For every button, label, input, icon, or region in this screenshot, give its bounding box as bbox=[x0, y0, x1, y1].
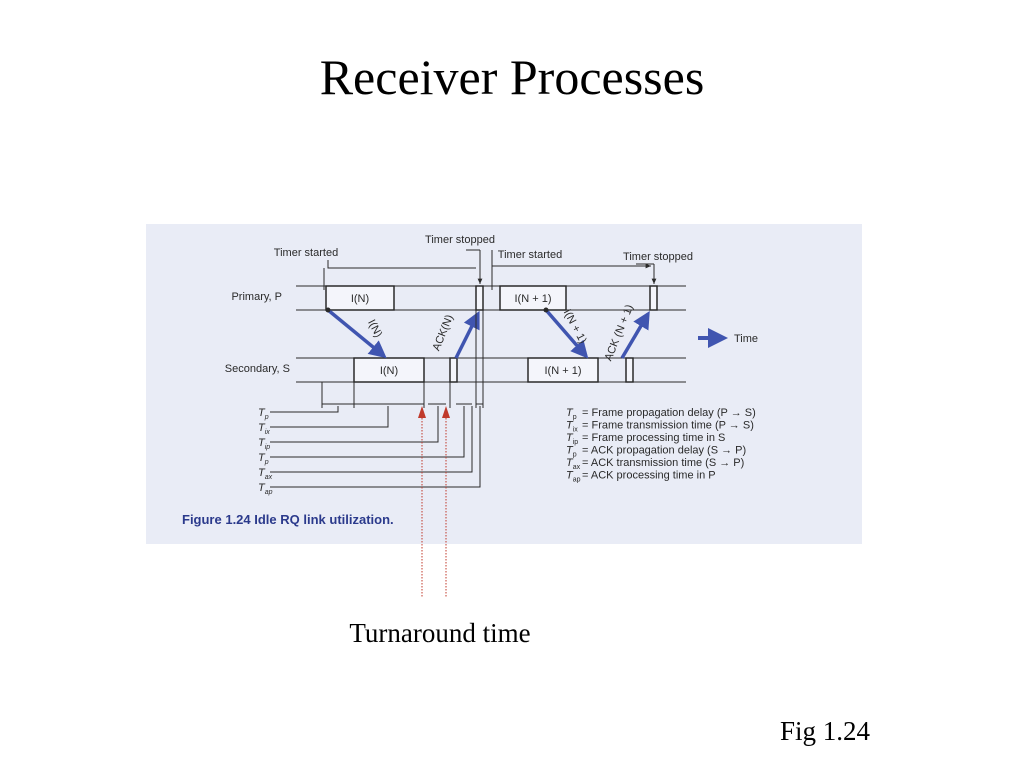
timer-stopped-label-1: Timer stopped bbox=[425, 234, 495, 246]
svg-text:Tix: Tix bbox=[258, 422, 270, 436]
frame-n1-send-point bbox=[543, 307, 549, 313]
legend-entry: Tax= ACK transmission time (S → P) bbox=[566, 457, 744, 471]
primary-frame-n bbox=[325, 285, 395, 311]
frame-n-propagation-arrow bbox=[326, 308, 387, 359]
primary-ack-process-1 bbox=[475, 285, 484, 311]
panel-background bbox=[146, 224, 862, 544]
secondary-frame-n-label: I(N) bbox=[380, 365, 398, 377]
svg-text:Tp: Tp bbox=[258, 452, 269, 466]
secondary-frame-n1 bbox=[527, 357, 599, 383]
leader-tip bbox=[270, 406, 439, 443]
figure-reference: Fig 1.24 bbox=[779, 716, 871, 746]
secondary-ack-send-1 bbox=[449, 357, 458, 383]
primary-frame-n-label: I(N) bbox=[351, 293, 369, 305]
leader-tap bbox=[270, 406, 481, 488]
figure-panel: Timer started Timer stopped Timer starte… bbox=[146, 224, 862, 544]
timer-started-1-line bbox=[327, 260, 476, 269]
figure-caption: Figure 1.24 Idle RQ link utilization. bbox=[182, 512, 394, 527]
idle-rq-diagram: Timer started Timer stopped Timer starte… bbox=[146, 224, 862, 544]
svg-text:Tp: Tp bbox=[258, 407, 269, 421]
leader-tp2 bbox=[270, 406, 465, 458]
legend-entry: Tip= Frame processing time in S bbox=[566, 432, 725, 446]
primary-row-label: Primary, P bbox=[231, 291, 282, 303]
secondary-frame-n bbox=[353, 357, 425, 383]
secondary-ack-send-2 bbox=[625, 357, 634, 383]
svg-text:Tap: Tap bbox=[258, 482, 273, 496]
primary-frame-n1 bbox=[499, 285, 567, 311]
time-label: Time bbox=[734, 333, 758, 345]
legend-entry: Tap= ACK processing time in P bbox=[566, 470, 716, 484]
frame-n1-propagation-arrow bbox=[544, 308, 589, 359]
secondary-frame-n1-label: I(N + 1) bbox=[545, 365, 582, 377]
leader-tax bbox=[270, 406, 473, 473]
leader-tp bbox=[270, 406, 339, 413]
legend-entry: Tp= ACK propagation delay (S → P) bbox=[566, 445, 746, 459]
left-symbol-legend: Tp Tix Tip Tp Tax Tap bbox=[258, 406, 481, 496]
primary-ack-process-2 bbox=[649, 285, 658, 311]
ack-n-propagation-arrow bbox=[454, 310, 480, 359]
definition-legend: Tp= Frame propagation delay (P → S)Tix= … bbox=[566, 407, 756, 484]
ack-n1-propagation-arrow bbox=[620, 310, 650, 359]
leader-tix bbox=[270, 406, 389, 428]
timer-started-label-1: Timer started bbox=[274, 247, 338, 259]
timer-started-label-2: Timer started bbox=[498, 249, 562, 261]
slide-title: Receiver Processes bbox=[319, 49, 705, 105]
timer-stopped-label-2: Timer stopped bbox=[623, 251, 693, 263]
frame-n-send-point bbox=[325, 307, 331, 313]
legend-entry: Tp= Frame propagation delay (P → S) bbox=[566, 407, 756, 421]
primary-frame-n1-label: I(N + 1) bbox=[515, 293, 552, 305]
svg-text:Tip: Tip bbox=[258, 437, 270, 451]
secondary-row-label: Secondary, S bbox=[225, 363, 290, 375]
turnaround-time-label: Turnaround time bbox=[349, 618, 531, 648]
legend-entry: Tix= Frame transmission time (P → S) bbox=[566, 420, 754, 434]
svg-text:Tax: Tax bbox=[258, 467, 273, 481]
